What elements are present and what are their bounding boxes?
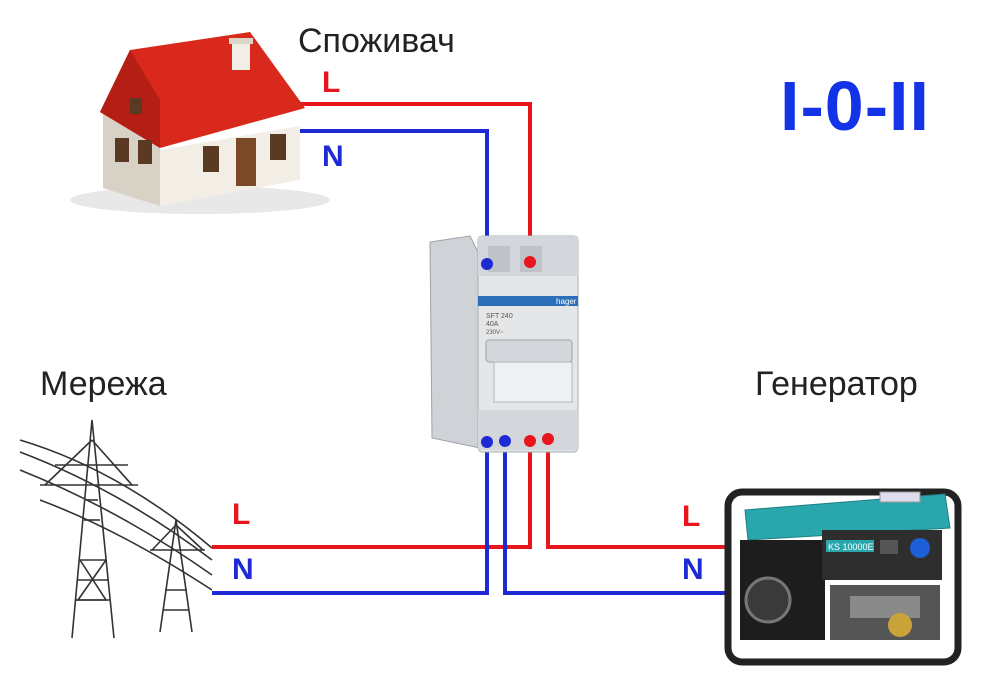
house-neutral-label: N: [322, 140, 344, 173]
wire-house-L: [300, 102, 532, 262]
house-line-label: L: [322, 66, 341, 99]
wire-grid-N: [212, 442, 489, 595]
switch-brand-text: hager: [556, 297, 577, 306]
switch-voltage-text: 230V~: [486, 330, 504, 336]
wire-gen-N: [503, 442, 730, 595]
switch-model-text: SFT 240: [486, 313, 513, 320]
wire-grid-L: [212, 442, 532, 549]
wire-house-N: [300, 129, 489, 262]
wire-gen-L: [546, 440, 730, 549]
grid-neutral-label: N: [232, 553, 254, 586]
grid-label: Мережа: [40, 365, 167, 403]
generator-neutral-label: N: [682, 553, 704, 586]
generator-model-text: KS 10000E: [828, 542, 874, 552]
consumer-label: Споживач: [298, 22, 455, 60]
generator-label: Генератор: [755, 365, 918, 403]
generator-line-label: L: [682, 500, 701, 533]
switch-rating-text: 40A: [486, 321, 499, 328]
grid-line-label: L: [232, 498, 251, 531]
switch-mode-label: I-0-II: [780, 67, 930, 145]
